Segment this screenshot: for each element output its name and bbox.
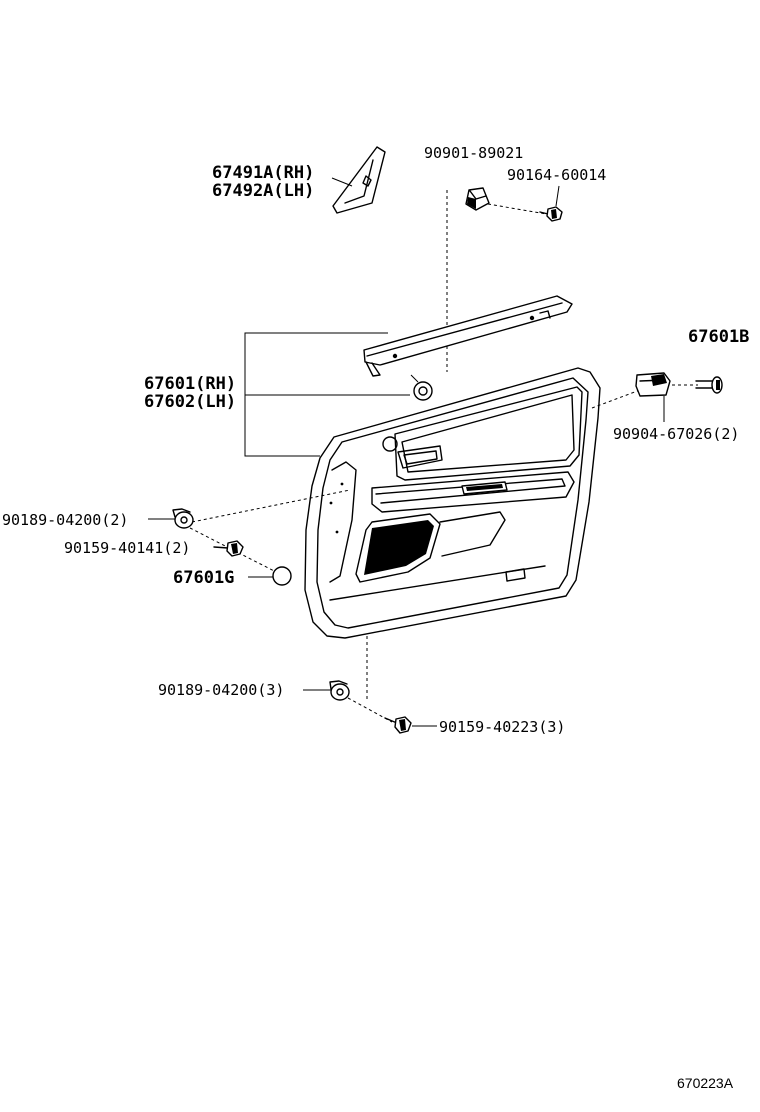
label-screw-top[interactable]: 90164-60014 (507, 166, 606, 184)
clip-top-part[interactable] (465, 187, 490, 211)
label-screw-bottom[interactable]: 90159-40223(3) (439, 718, 565, 736)
label-clip-right[interactable]: 90904-67026(2) (613, 425, 739, 443)
figure-id: 670223A (677, 1075, 734, 1091)
grommet-left-part[interactable] (172, 508, 194, 529)
label-grommet-bottom[interactable]: 90189-04200(3) (158, 681, 284, 699)
screw-bottom-part[interactable] (384, 716, 412, 734)
label-panel-rh[interactable]: 67601(RH) (144, 374, 236, 394)
clip-right-part[interactable] (635, 372, 671, 397)
belt-moulding-part[interactable] (363, 295, 573, 377)
label-cap-67601g[interactable]: 67601G (173, 568, 234, 588)
screw-top-dashline (487, 203, 547, 215)
panel-bracket-leader (244, 332, 410, 457)
pad-67601b-part[interactable] (695, 376, 723, 394)
label-mirror-cover-lh[interactable]: 67492A(LH) (212, 181, 314, 201)
screw-top-part[interactable] (539, 206, 563, 222)
clip-right-dashline (591, 389, 641, 409)
grommet-bottom-part[interactable] (329, 680, 350, 701)
cap-67601g-part[interactable] (272, 566, 292, 586)
label-clip-top[interactable]: 90901-89021 (424, 144, 523, 162)
panel-pad-part[interactable] (413, 381, 433, 401)
label-mirror-cover-rh[interactable]: 67491A(RH) (212, 163, 314, 183)
screw-left-part[interactable] (213, 540, 244, 557)
mirror-cover-part[interactable] (332, 146, 386, 214)
panel-pad-stem (410, 374, 419, 383)
grommet-left-dashline (191, 489, 351, 523)
screw-bottom-dashline (347, 697, 393, 723)
label-grommet-left[interactable]: 90189-04200(2) (2, 511, 128, 529)
door-trim-panel[interactable] (304, 367, 601, 639)
label-panel-lh[interactable]: 67602(LH) (144, 392, 236, 412)
label-pad-67601b[interactable]: 67601B (688, 327, 749, 347)
mirror-cover-leader (331, 177, 353, 187)
label-screw-left[interactable]: 90159-40141(2) (64, 539, 190, 557)
screw-top-leader (555, 185, 560, 207)
